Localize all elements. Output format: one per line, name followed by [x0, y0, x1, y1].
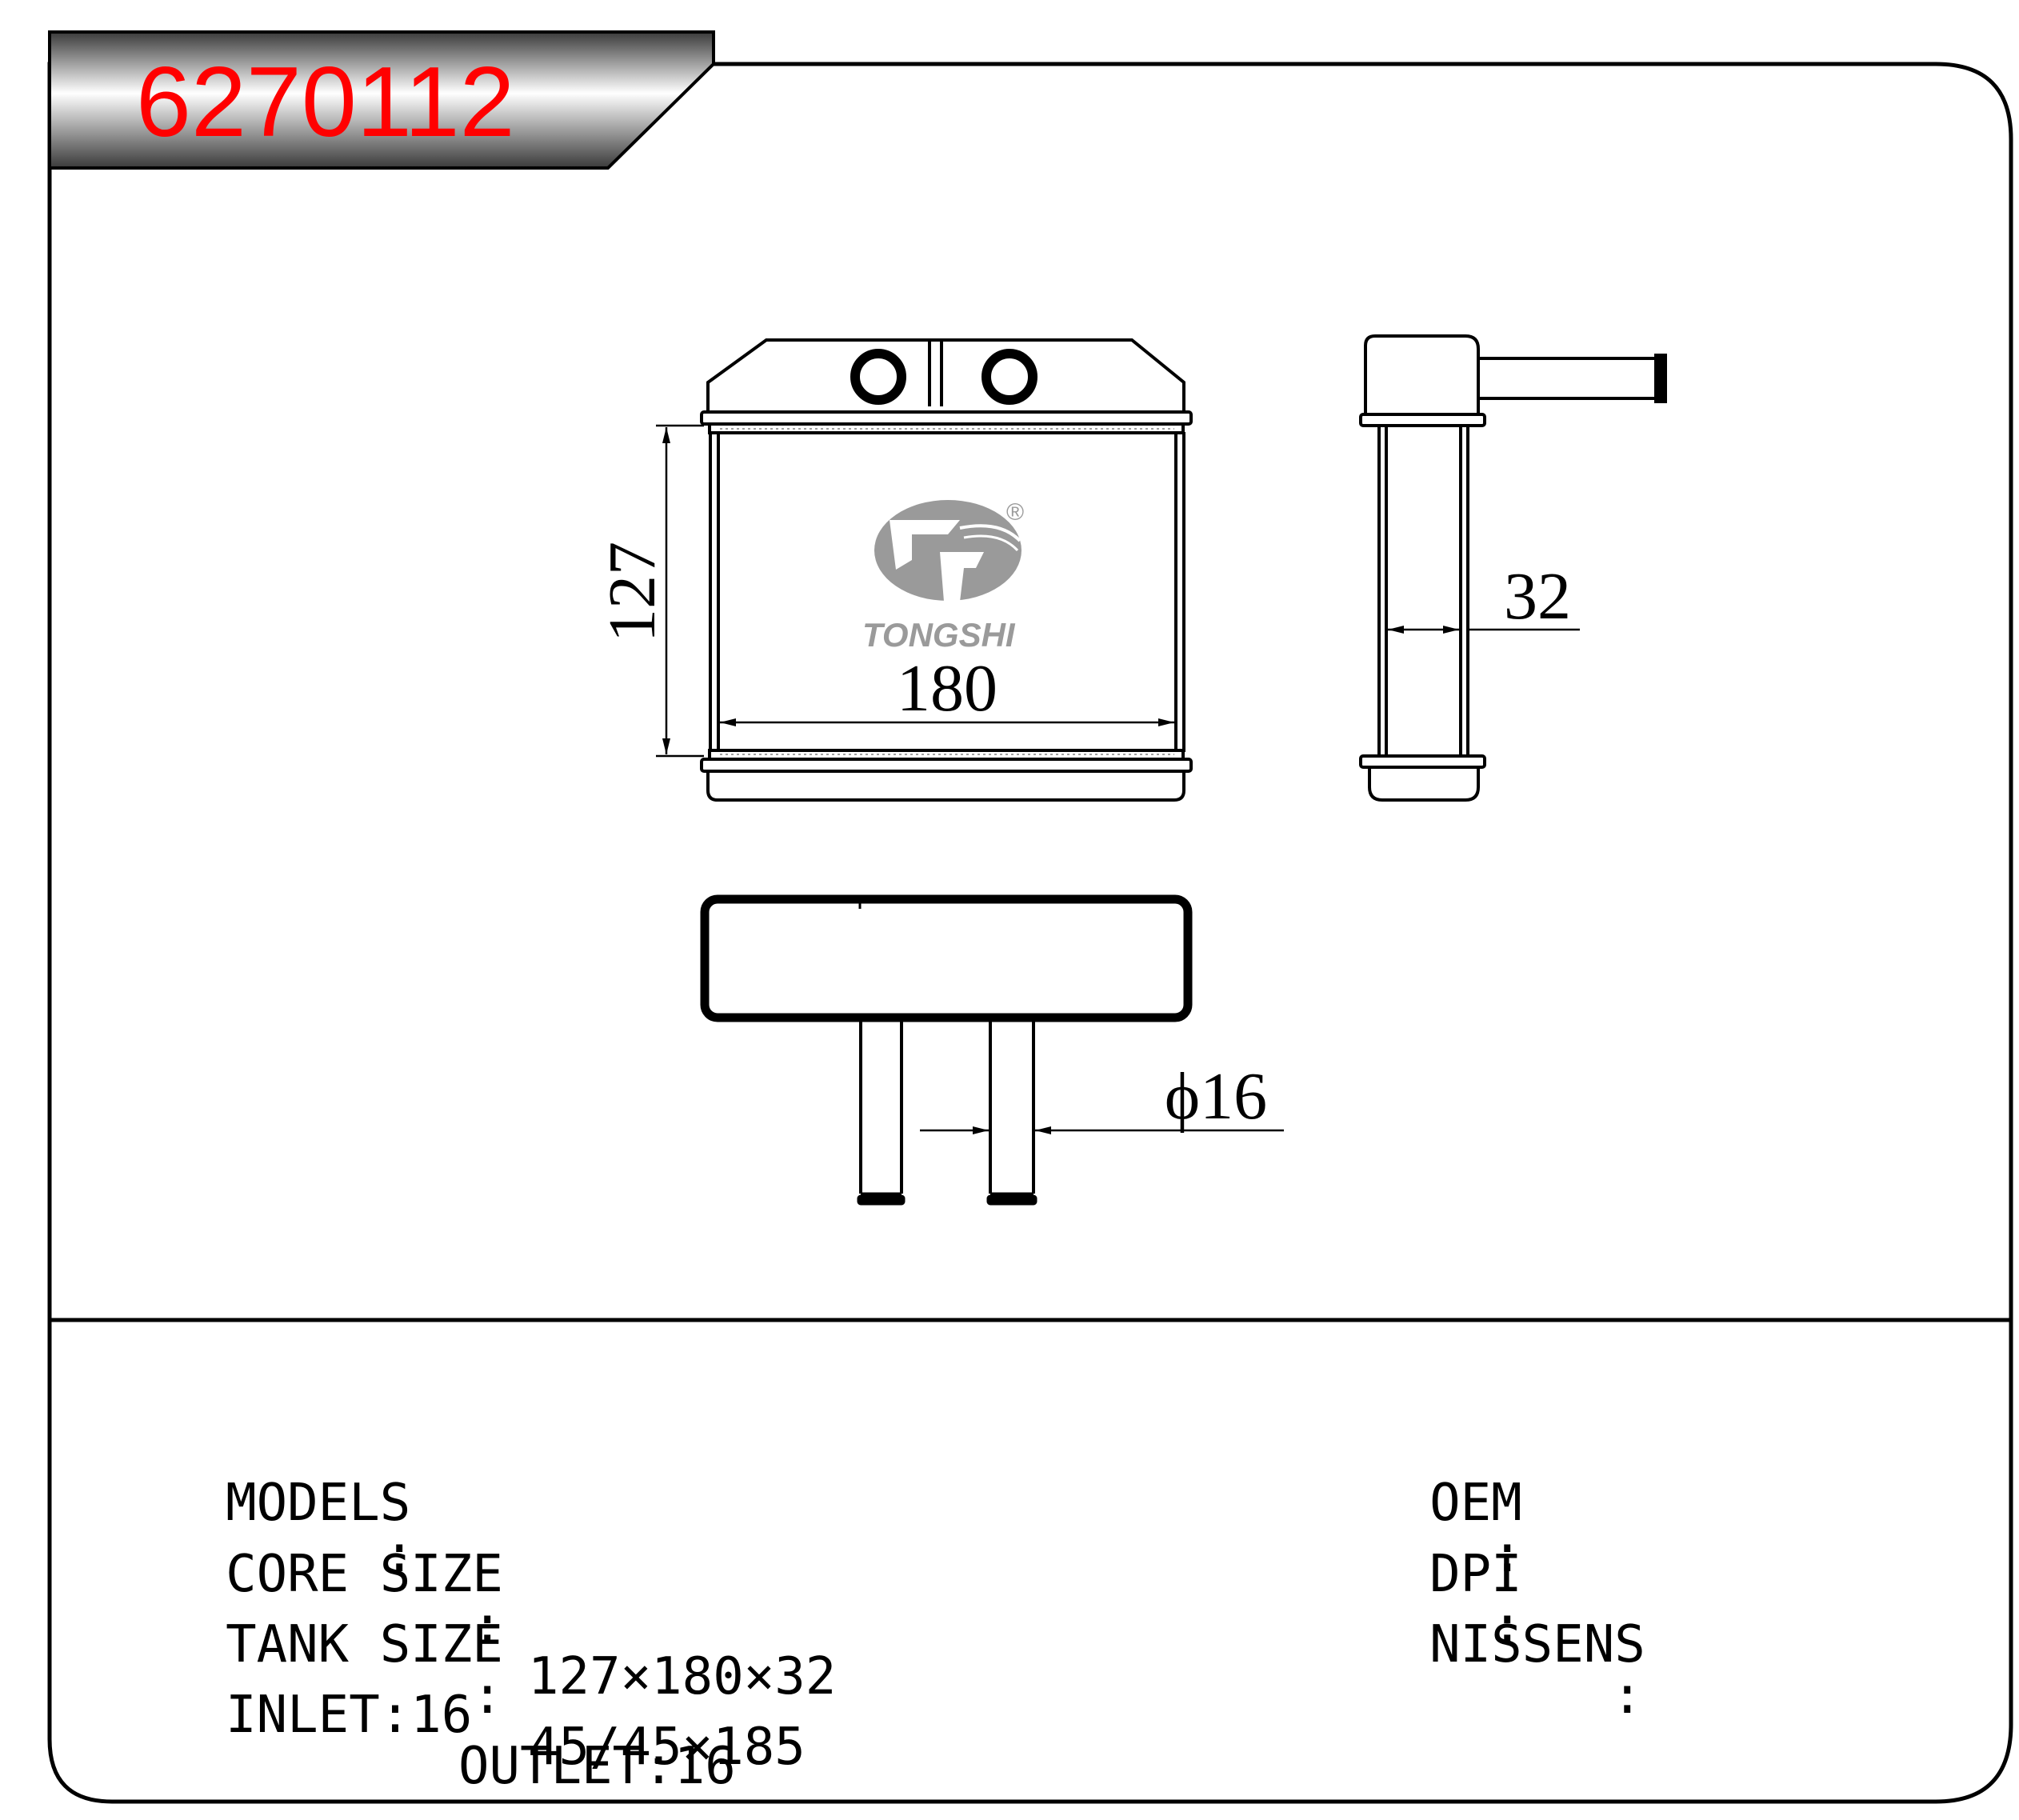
pipe-end-icon [857, 1194, 906, 1206]
spec-core-size: CORE SIZE : 127×180×32 [164, 1498, 836, 1702]
spec-dpi: DPI : [1368, 1498, 1522, 1702]
spec-core-size-value: 127×180×32 [528, 1647, 837, 1706]
spec-oem-sep: : [1492, 1525, 1523, 1584]
spec-inlet: INLET:16 [226, 1686, 473, 1745]
spec-inlet-outlet: INLET:16 OUTLET:16 [164, 1638, 736, 1792]
logo-registered-mark: ® [1006, 499, 1024, 526]
dim-height: 127 [595, 424, 704, 758]
spec-oem-label: OEM [1429, 1474, 1522, 1533]
part-number: 6270112 [136, 47, 515, 158]
dim-width-label: 180 [897, 651, 998, 726]
inlet-port-icon [850, 349, 906, 405]
outer-frame [47, 62, 2013, 1804]
dim-pipe: ϕ16 [920, 1059, 1284, 1134]
spec-models-sep: : [384, 1525, 415, 1584]
spec-models-label: MODELS [226, 1474, 411, 1533]
dim-height-label: 127 [595, 542, 670, 642]
bottom-view [700, 894, 1193, 1206]
spec-nissens-sep: : [1612, 1666, 1643, 1726]
spec-dpi-label: DPI [1429, 1545, 1522, 1604]
dim-width: 180 [720, 651, 1174, 726]
logo-text: TONGSHI [862, 616, 1016, 654]
spec-nissens: NISSENS : [1368, 1568, 1645, 1773]
pipe-end-icon [986, 1194, 1037, 1206]
spec-outlet: OUTLET:16 [458, 1737, 736, 1796]
spec-core-size-sep: : [472, 1596, 503, 1655]
spec-tank-size-value: 45/45×185 [528, 1718, 806, 1777]
dim-depth: 32 [1388, 559, 1580, 634]
part-number-banner: 6270112 [48, 30, 715, 170]
dim-pipe-label: ϕ16 [1165, 1059, 1267, 1134]
front-ports [850, 349, 1037, 405]
side-view [1359, 334, 1667, 802]
spec-nissens-label: NISSENS [1429, 1615, 1645, 1674]
front-view [700, 338, 1193, 802]
outlet-port-icon [982, 349, 1037, 405]
spec-tank-size-label: TANK SIZE [226, 1615, 503, 1674]
dim-depth-label: 32 [1504, 559, 1571, 634]
spec-tank-size: TANK SIZE : 45/45×185 [164, 1568, 806, 1773]
spec-dpi-sep: : [1492, 1596, 1523, 1655]
spec-core-size-label: CORE SIZE [226, 1545, 503, 1604]
spec-tank-size-sep: : [472, 1666, 503, 1726]
tongshi-logo: ® TONGSHI [862, 499, 1024, 654]
spec-oem: OEM : [1368, 1426, 1522, 1631]
spec-models: MODELS : [164, 1426, 414, 1631]
